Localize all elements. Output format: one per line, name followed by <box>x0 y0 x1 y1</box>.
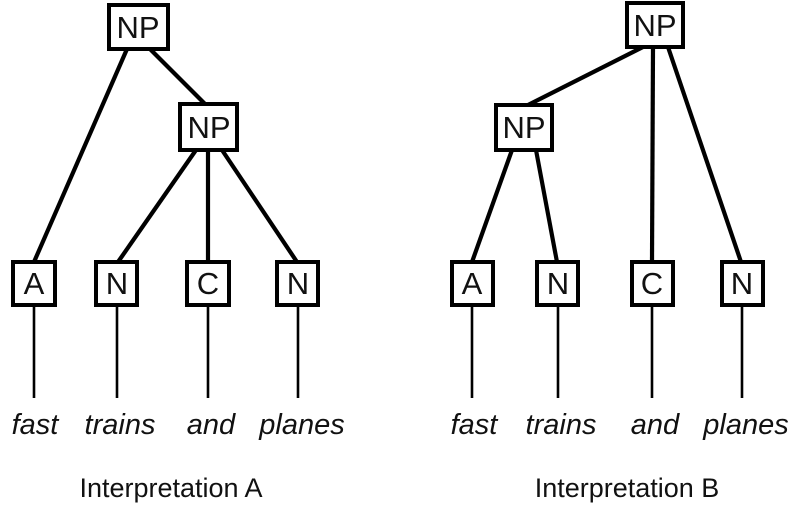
node-label: C <box>641 266 663 301</box>
tree-node-b-leaf-n2[interactable]: N <box>720 260 765 307</box>
tree-branch <box>666 46 743 263</box>
tree-node-a-root-np[interactable]: NP <box>107 3 170 51</box>
tree-node-a-leaf-n1[interactable]: N <box>94 260 139 307</box>
word-and: and <box>631 409 680 441</box>
node-label: NP <box>187 110 230 145</box>
tree-branch <box>527 45 644 107</box>
tree-node-a-leaf-n2[interactable]: N <box>275 260 320 307</box>
node-label: N <box>731 266 753 301</box>
node-box <box>275 260 320 307</box>
word-fast: fast <box>12 409 61 441</box>
node-label: N <box>547 266 569 301</box>
tree-caption: Interpretation B <box>535 473 720 503</box>
node-box <box>94 260 139 307</box>
node-label: A <box>24 266 45 301</box>
word-trains: trains <box>85 409 156 441</box>
word-planes: planes <box>258 409 344 441</box>
node-label: N <box>287 266 309 301</box>
tree-branch <box>148 47 207 106</box>
node-label: C <box>197 266 219 301</box>
node-box <box>450 260 495 307</box>
node-box <box>11 260 57 307</box>
tree-node-b-leaf-a[interactable]: A <box>450 260 495 307</box>
word-trains: trains <box>526 409 597 441</box>
tree-branch <box>32 48 129 263</box>
node-box <box>630 260 675 307</box>
tree-branch <box>533 149 560 263</box>
tree-branch <box>649 46 656 263</box>
word-planes: planes <box>702 409 788 441</box>
node-label: NP <box>502 110 545 145</box>
tree-node-b-leaf-c[interactable]: C <box>630 260 675 307</box>
word-and: and <box>187 409 236 441</box>
tree-node-b-leaf-n1[interactable]: N <box>535 260 580 307</box>
tree-branch <box>470 149 514 263</box>
word-fast: fast <box>451 409 500 441</box>
node-box <box>720 260 765 307</box>
node-label: A <box>462 266 483 301</box>
node-box <box>185 260 231 307</box>
tree-caption: Interpretation A <box>79 473 262 503</box>
node-box <box>535 260 580 307</box>
tree-node-a-leaf-c[interactable]: C <box>185 260 231 307</box>
node-box <box>178 102 239 152</box>
node-label: NP <box>116 10 159 45</box>
node-label: N <box>106 266 128 301</box>
node-label: NP <box>633 8 676 43</box>
tree-node-b-root-np[interactable]: NP <box>625 1 685 49</box>
tree-node-a-inner-np[interactable]: NP <box>178 102 239 152</box>
tree-branch <box>116 148 198 264</box>
node-box <box>107 3 170 51</box>
node-box <box>494 103 554 152</box>
tree-branch <box>220 148 299 264</box>
tree-node-a-leaf-a[interactable]: A <box>11 260 57 307</box>
tree-node-b-inner-np[interactable]: NP <box>494 103 554 152</box>
node-box <box>625 1 685 49</box>
